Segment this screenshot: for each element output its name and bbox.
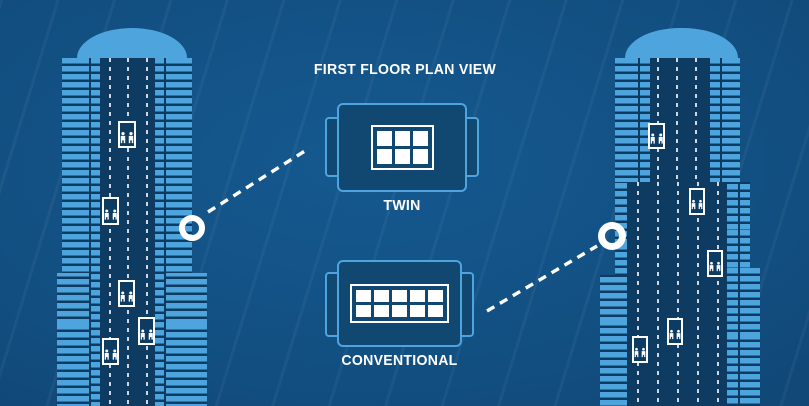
conventional-label: CONVENTIONAL xyxy=(341,352,458,369)
elevator-shaft-cell xyxy=(394,149,410,164)
elevator-shaft-cell xyxy=(374,305,389,317)
ring-marker-icon xyxy=(598,222,626,250)
elevator-shaft-cell xyxy=(392,305,407,317)
twin-plan-box xyxy=(337,103,467,192)
elevator-shaft-cell xyxy=(410,290,425,302)
ring-marker-icon xyxy=(179,215,205,241)
elevator-bank-unit xyxy=(350,284,449,323)
elevator-shaft-cell xyxy=(428,305,443,317)
elevator-shaft-cell xyxy=(410,305,425,317)
conventional-plan-box xyxy=(337,260,462,347)
elevator-bank-unit xyxy=(370,125,434,170)
elevator-shaft-cell xyxy=(356,305,371,317)
twin-label: TWIN xyxy=(383,197,421,214)
page-title: FIRST FLOOR PLAN VIEW xyxy=(313,61,497,78)
elevator-shaft-cell xyxy=(376,131,392,146)
elevator-shaft-cell xyxy=(412,149,428,164)
elevator-shaft-cell xyxy=(376,149,392,164)
elevator-shaft-cell xyxy=(374,290,389,302)
elevator-shaft-cell xyxy=(392,290,407,302)
elevator-shaft-cell xyxy=(412,131,428,146)
elevator-shaft-cell xyxy=(394,131,410,146)
elevator-shaft-cell xyxy=(428,290,443,302)
elevator-shaft-cell xyxy=(356,290,371,302)
